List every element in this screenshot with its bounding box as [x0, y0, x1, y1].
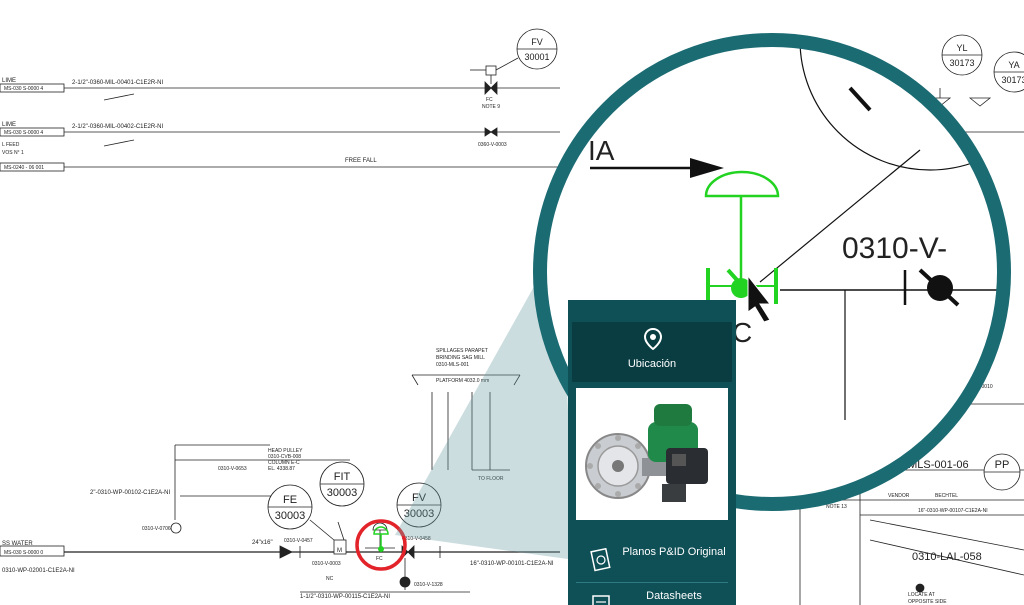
planos-pid-button[interactable]: Planos P&ID Original [572, 540, 732, 582]
label-bechtel: BECHTEL [935, 493, 958, 499]
label-tag-water: MS-030 S-0000 0 [4, 550, 43, 556]
bubble-ya-bottom: 30173 [1001, 75, 1024, 85]
label-line-5: 16"-0310-WP-00101-C1E2A-NI [470, 561, 554, 567]
zoom-label-c: C [732, 317, 752, 348]
label-nc: NC [326, 576, 334, 582]
label-freefall: FREE FALL [345, 158, 377, 164]
bubble-pp-top: PP [995, 459, 1010, 471]
label-spillage-3: 0310-MLS-001 [436, 362, 469, 368]
label-line-1: 2-1/2"-0360-MIL-00401-C1E2R-NI [72, 80, 164, 86]
panel-divider [576, 582, 728, 583]
highlight-valve [373, 526, 389, 552]
planos-pid-label: Planos P&ID Original [622, 546, 726, 558]
label-line-4: 0310-WP-02001-C1E2A-NI [2, 568, 75, 574]
bubble-yl-top: YL [956, 43, 967, 53]
label-lime-2: LIME [2, 122, 16, 128]
bubble-fv-30003-top: FV [412, 492, 427, 504]
label-platform: PLATFORM 4032.0 mm [436, 378, 489, 384]
bubble-fit-top: FIT [334, 471, 351, 483]
label-v0003: 0310-V-0003 [312, 561, 341, 567]
label-line-8: 16"-0310-WP-00107-C1E2A-NI [918, 508, 988, 514]
label-note9: NOTE 9 [482, 104, 500, 110]
bubble-ya-top: YA [1008, 60, 1019, 70]
label-v0706: 0310-V-0706 [142, 526, 171, 532]
label-head-3: COLUMN E-C [268, 460, 300, 466]
zoom-cone [395, 240, 575, 560]
label-fc: FC [376, 556, 383, 562]
bubble-fv-30003-bottom: 30003 [404, 508, 435, 520]
bubble-fv-30001-top: FV [531, 37, 543, 47]
label-line-6: 1-1/2"-0310-WP-00115-C1E2A-NI [300, 594, 390, 600]
label-spillage-1: SPILLAGES PARAPET [436, 348, 488, 354]
label-head-4: EL. 4338.87 [268, 466, 295, 472]
label-feed: L FEED [2, 142, 20, 148]
pid-labels: LIME MS-030 S-0000 4 2-1/2"-0360-MIL-004… [2, 78, 993, 605]
label-note13: NOTE 13 [826, 504, 847, 510]
label-spillage-2: BRINDING SAG MILL [436, 355, 485, 361]
label-line-3: 2"-0310-WP-00102-C1E2A-NI [90, 490, 170, 496]
label-vendor: VENDOR [888, 493, 910, 499]
label-fc-note: FC [486, 97, 493, 103]
label-v0457: 0310-V-0457 [284, 538, 313, 544]
bubble-fv-30001[interactable]: FV 30001 [516, 28, 558, 70]
bubble-fv-30001-bottom: 30001 [524, 52, 549, 62]
label-locate-1: LOCATE AT [908, 592, 935, 598]
label-tag-2: MS-030 S-0000 4 [4, 130, 43, 136]
label-tag-3: MS-0240 - 06 001 [4, 165, 44, 171]
bubble-fe-top: FE [283, 494, 297, 506]
bubble-yl-30173[interactable]: YL 30173 [941, 34, 983, 76]
label-head-1: HEAD PULLEY [268, 448, 303, 454]
label-tofloor: TO FLOOR [478, 476, 504, 482]
label-lal: 0310-LAL-058 [912, 551, 982, 563]
label-v1328: 0310-V-1328 [414, 582, 443, 588]
bubble-fe-bottom: 30003 [275, 510, 306, 522]
bubble-yl-bottom: 30173 [949, 58, 974, 68]
zoom-label-ia: IA [588, 135, 615, 166]
label-m: M [337, 548, 342, 554]
location-label: Ubicación [627, 358, 677, 370]
zoom-label-valve: 0310-V- [842, 232, 947, 265]
datasheets-button[interactable]: Datasheets [572, 586, 732, 605]
label-vos: VOS N° 1 [2, 150, 24, 156]
label-head-2: 0310-CVB-008 [268, 454, 301, 460]
bubble-fv-30003[interactable]: FV 30003 [396, 482, 442, 528]
bubble-fe-30003[interactable]: FE 30003 [267, 484, 313, 530]
label-lime-1: LIME [2, 78, 16, 84]
label-size: 24"x16" [252, 540, 273, 546]
bubble-pp[interactable]: PP [983, 453, 1021, 491]
location-pin-icon [644, 328, 662, 350]
label-valve-tag2: 0360-V-0003 [478, 142, 507, 148]
label-v0458: 0310-V-0458 [402, 536, 431, 542]
label-tag-1: MS-030 S-0000 4 [4, 86, 43, 92]
label-v0653: 0310-V-0653 [218, 466, 247, 472]
butterfly-valve-image [585, 404, 708, 502]
datasheet-icon [592, 595, 610, 605]
datasheets-label: Datasheets [646, 590, 702, 602]
valve-photo [576, 388, 728, 520]
bubble-fit-bottom: 30003 [327, 487, 358, 499]
document-icon [590, 548, 611, 572]
label-line-2: 2-1/2"-0360-MIL-00402-C1E2R-NI [72, 124, 164, 130]
label-water: SS WATER [2, 541, 33, 547]
location-button[interactable]: Ubicación [572, 322, 732, 382]
instrument-bubbles: FV 30001 YL 30173 YA 30173 FIT 30003 FE … [267, 28, 1024, 530]
info-panel: Ubicación Planos P&ID Original Datas [568, 300, 736, 605]
label-locate-2: OPPOSITE SIDE [908, 599, 947, 605]
bubble-ya-30173[interactable]: YA 30173 [993, 51, 1024, 93]
bubble-fit-30003[interactable]: FIT 30003 [319, 461, 365, 507]
highlight-ring[interactable] [355, 519, 407, 571]
